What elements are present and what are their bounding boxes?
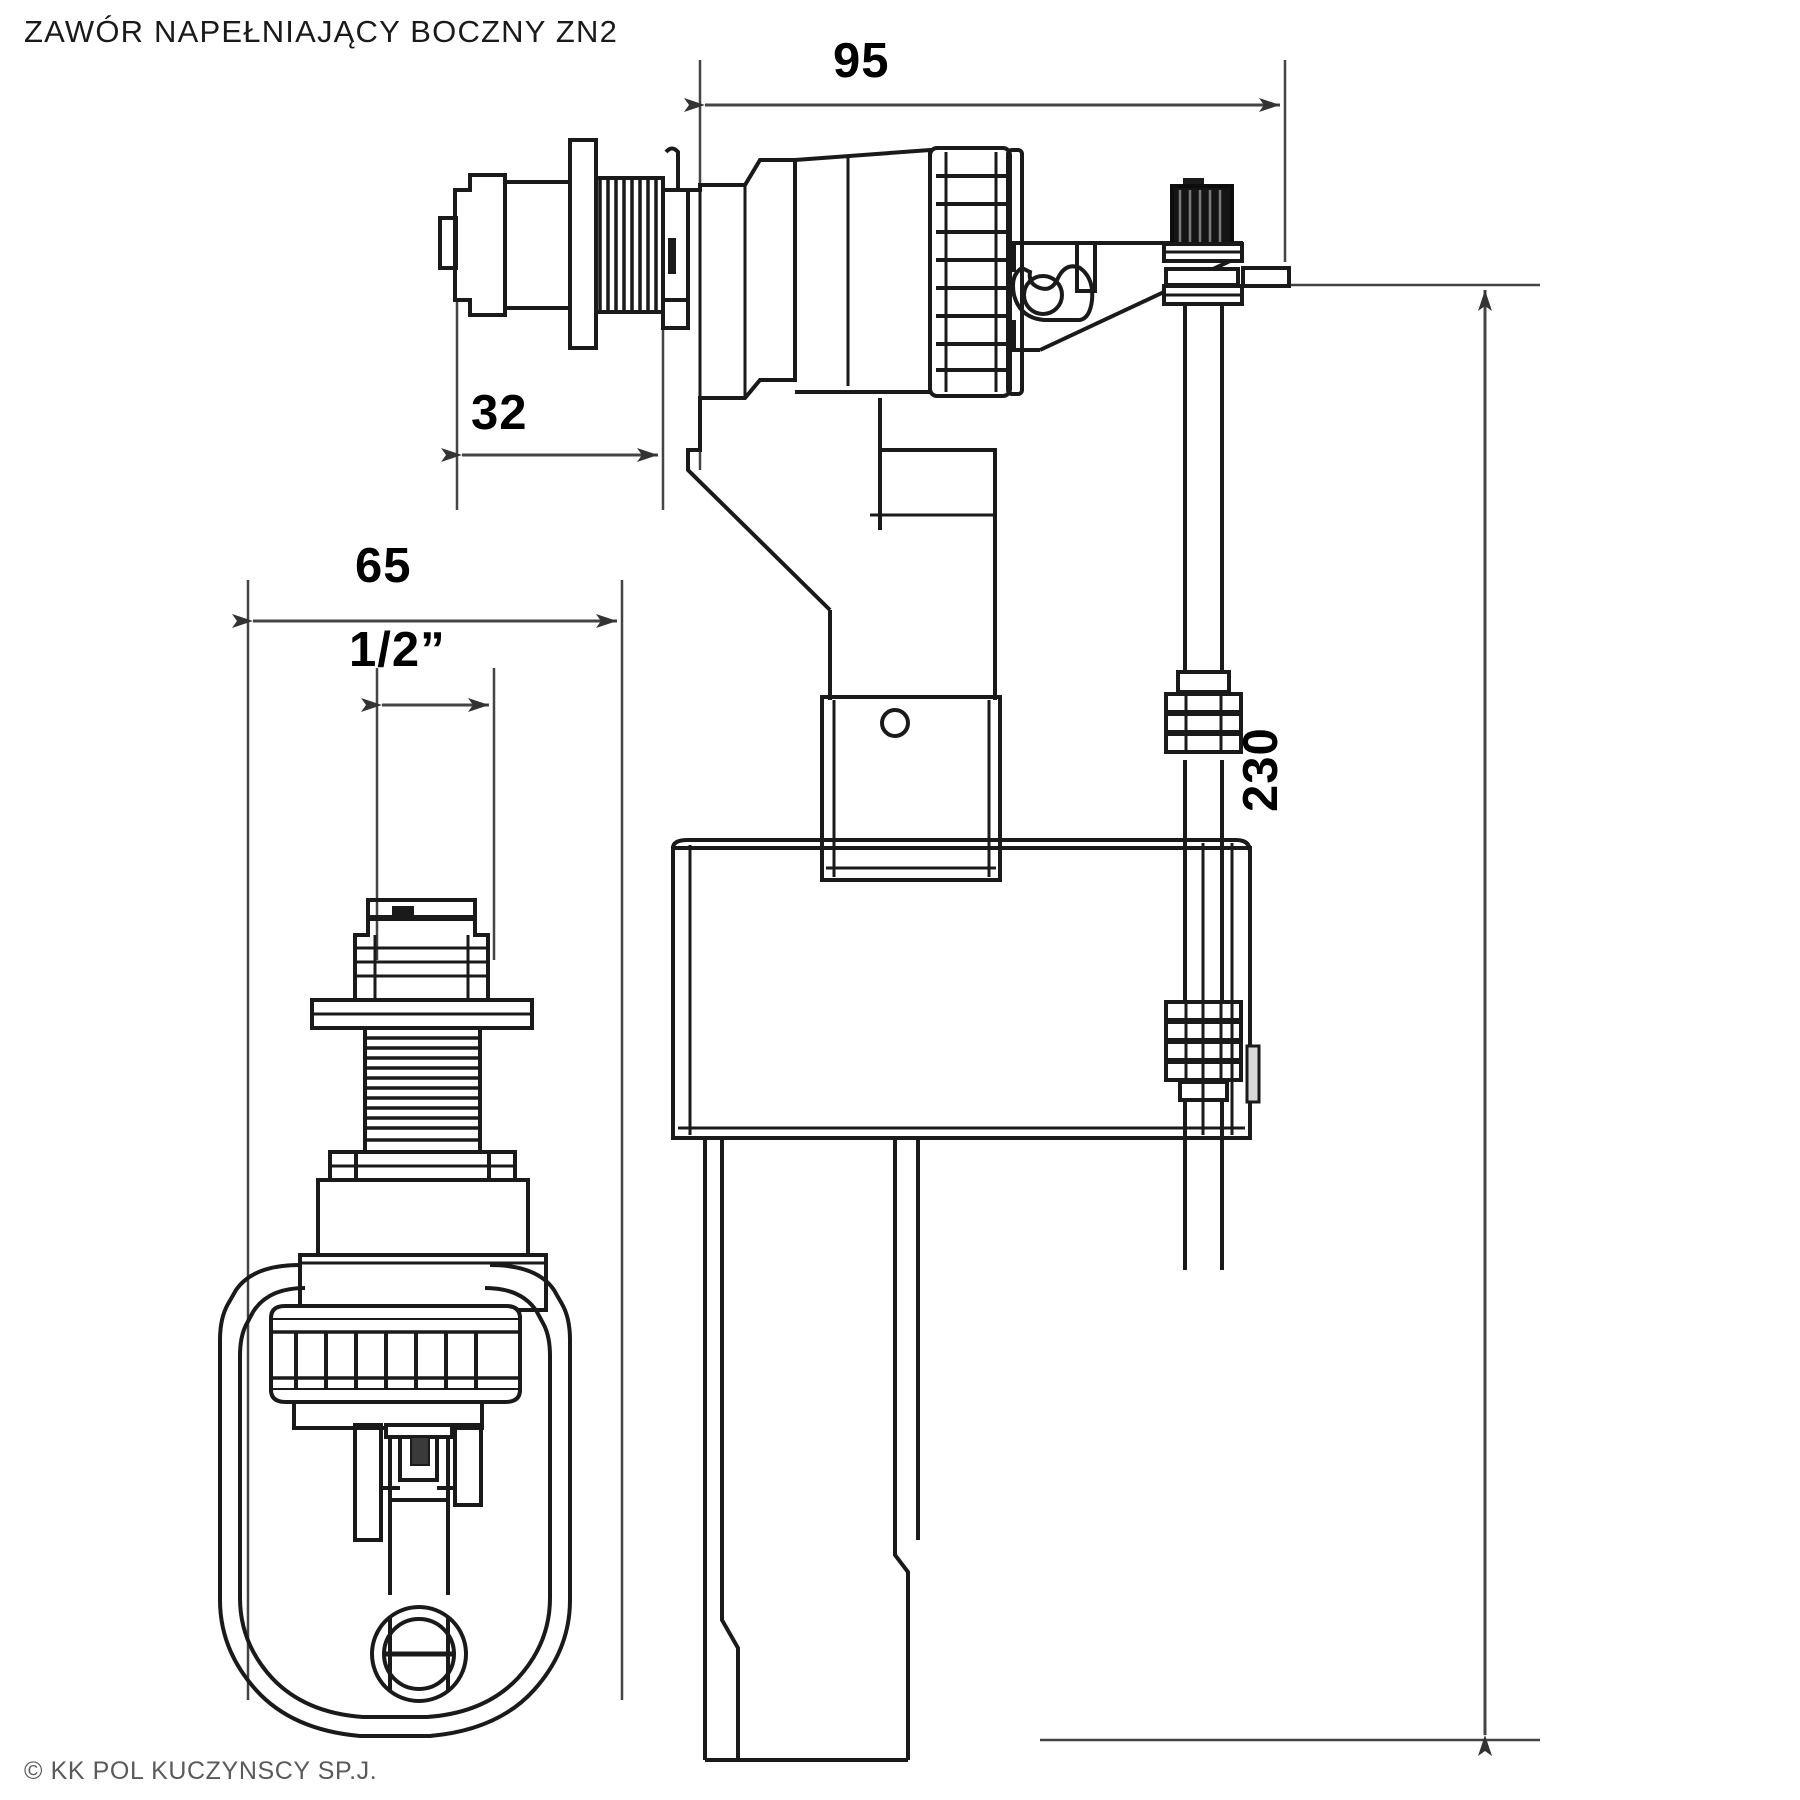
inlet-thread-side — [438, 138, 690, 350]
dimension-label-width-95: 95 — [833, 34, 890, 88]
ribbed-cap-side — [928, 146, 1024, 398]
page-title: ZAWÓR NAPEŁNIAJĄCY BOCZNY ZN2 — [24, 14, 619, 49]
thread-shaft-front — [363, 1026, 482, 1154]
rod-thread-lower — [1164, 1000, 1243, 1102]
front-view-assembly — [218, 898, 572, 1738]
float-cage-frame — [218, 1263, 572, 1738]
overflow-box — [820, 695, 1002, 882]
copyright-notice: © KK POL KUCZYNSCY SP.J. — [24, 1757, 378, 1785]
valve-body-front — [298, 1178, 548, 1312]
descending-tube — [686, 398, 997, 700]
outlet-tube — [703, 1138, 920, 1762]
rod-thread-upper — [1164, 670, 1243, 754]
locknut-front — [328, 1150, 517, 1182]
float-link-assembly — [353, 1423, 483, 1595]
inlet-thread-front — [353, 898, 490, 1002]
valve-head-body — [688, 147, 932, 452]
dimension-label-height-230: 230 — [1234, 727, 1288, 812]
pivot-eyelet — [370, 1605, 468, 1703]
ribbed-cap-front — [269, 1304, 522, 1430]
mounting-flange-front — [310, 998, 534, 1030]
dimension-label-width-65: 65 — [355, 539, 412, 593]
side-view-assembly — [438, 138, 1291, 1762]
dimension-label-thread-size: 1/2” — [349, 623, 446, 677]
dimension-lines — [232, 60, 1540, 1756]
lever-hook — [1011, 264, 1095, 322]
dimension-label-offset-32: 32 — [471, 386, 528, 440]
float-body — [671, 838, 1261, 1140]
float-adjust-knob — [1162, 178, 1291, 306]
